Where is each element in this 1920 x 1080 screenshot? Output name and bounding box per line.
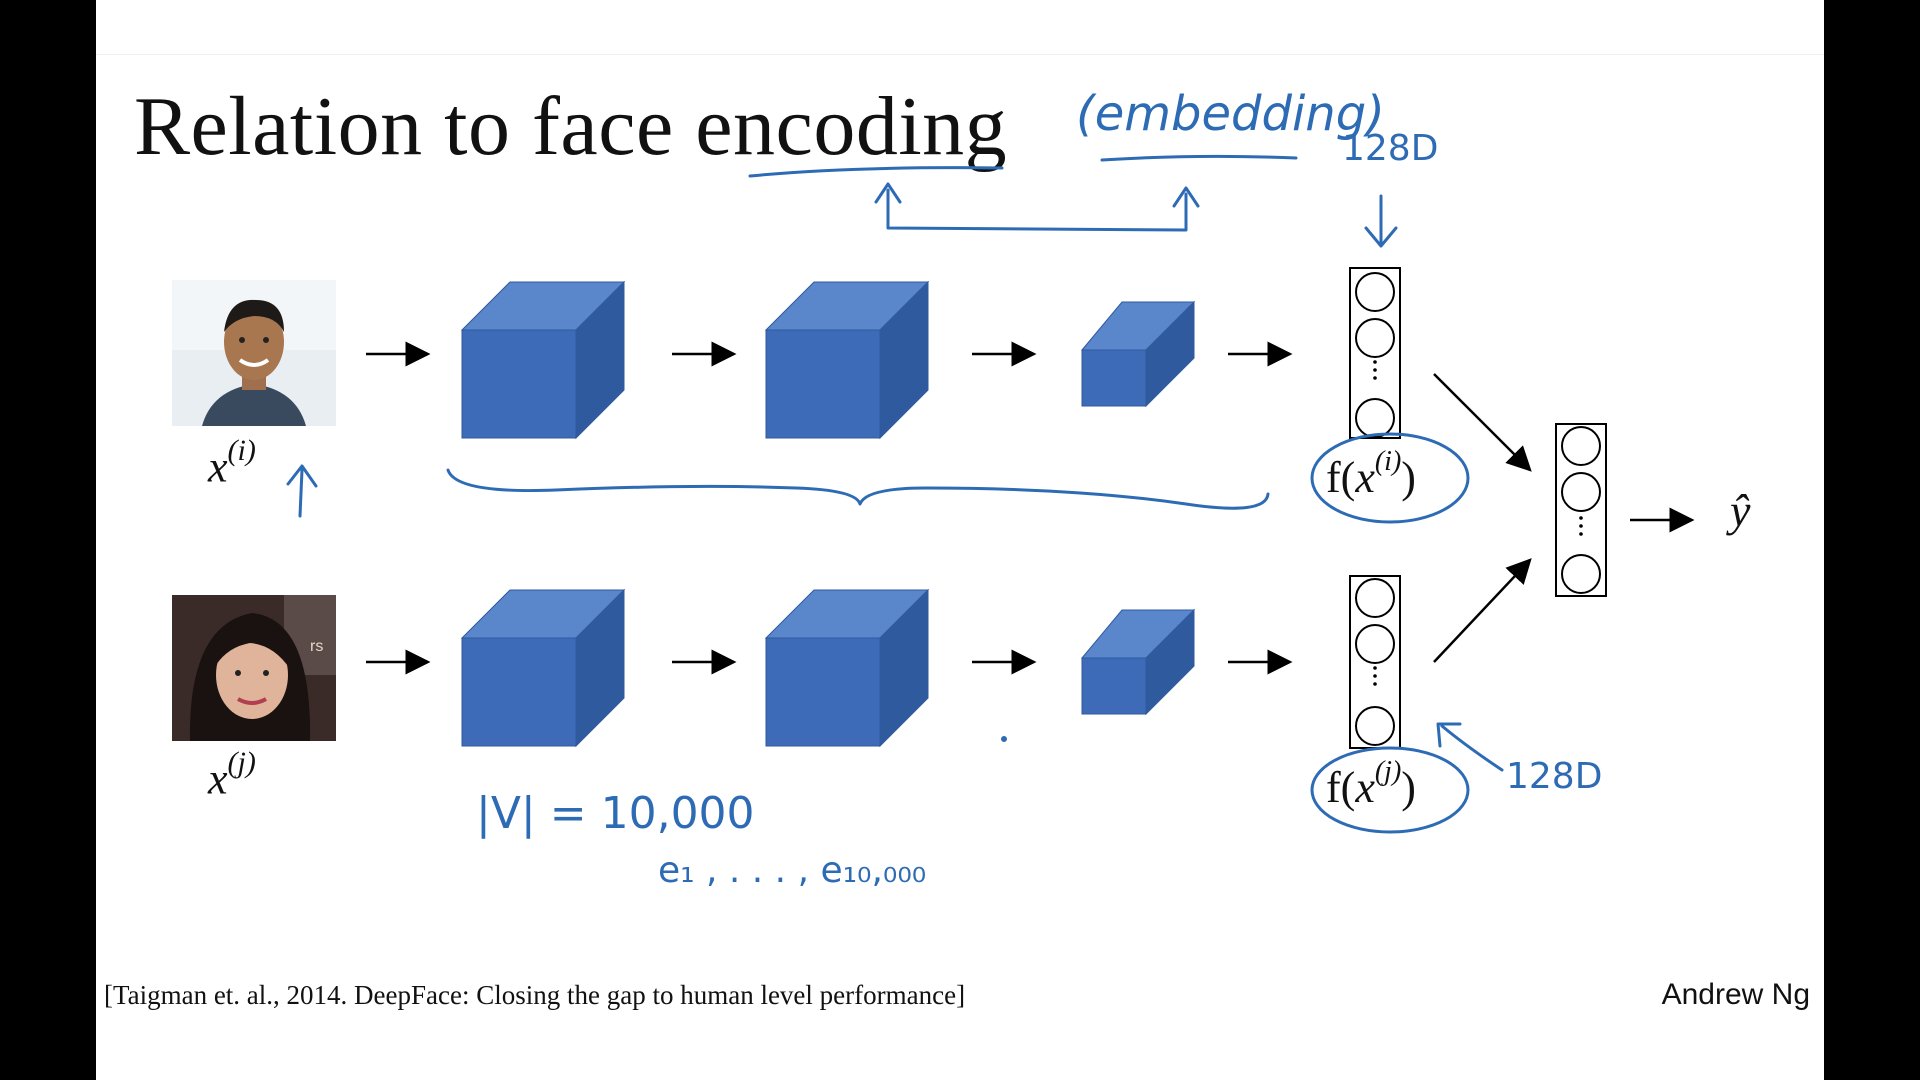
ink-strokes (286, 154, 1504, 834)
slide: Relation to face encoding x(i) rs (96, 0, 1824, 1080)
encoding-label-bottom: f(x(j)) (1326, 756, 1416, 812)
conv-block-bottom-1 (460, 588, 626, 748)
author-name: Andrew Ng (1661, 978, 1810, 1011)
face-photo-top (172, 280, 336, 426)
encoding-label-top: f(x(i)) (1326, 446, 1416, 502)
citation: [Taigman et. al., 2014. DeepFace: Closin… (104, 980, 966, 1010)
output-vector (1555, 423, 1607, 597)
arrow-diagonal-down-icon (1433, 373, 1532, 472)
conv-block-bottom-2 (764, 588, 930, 748)
output-label: ŷ (1730, 485, 1751, 536)
encoding-vector-bottom (1349, 575, 1401, 749)
slide-title: Relation to face encoding (134, 80, 1008, 173)
conv-block-bottom-3 (1080, 608, 1196, 716)
face-photo-bottom: rs (172, 595, 336, 741)
annotation-embedding: (embedding) (1076, 86, 1385, 142)
annotation-dim-bottom: 128D (1506, 756, 1603, 797)
input-label-top: x(i) (208, 434, 256, 492)
conv-block-top-2 (764, 280, 930, 440)
slide-top-divider (96, 54, 1824, 55)
annotation-vocab-list: e₁ , . . . , e₁₀,₀₀₀ (658, 850, 927, 891)
annotation-dim-top: 128D (1342, 128, 1439, 169)
input-label-bottom: x(j) (208, 746, 256, 804)
conv-block-top-3 (1080, 300, 1196, 408)
encoding-vector-top (1349, 267, 1401, 439)
svg-text:rs: rs (310, 638, 323, 655)
network-diagram (286, 154, 1695, 834)
conv-block-top-1 (460, 280, 626, 440)
annotation-vocab-size: |V| = 10,000 (476, 788, 755, 839)
arrow-diagonal-up-icon (1433, 558, 1532, 663)
